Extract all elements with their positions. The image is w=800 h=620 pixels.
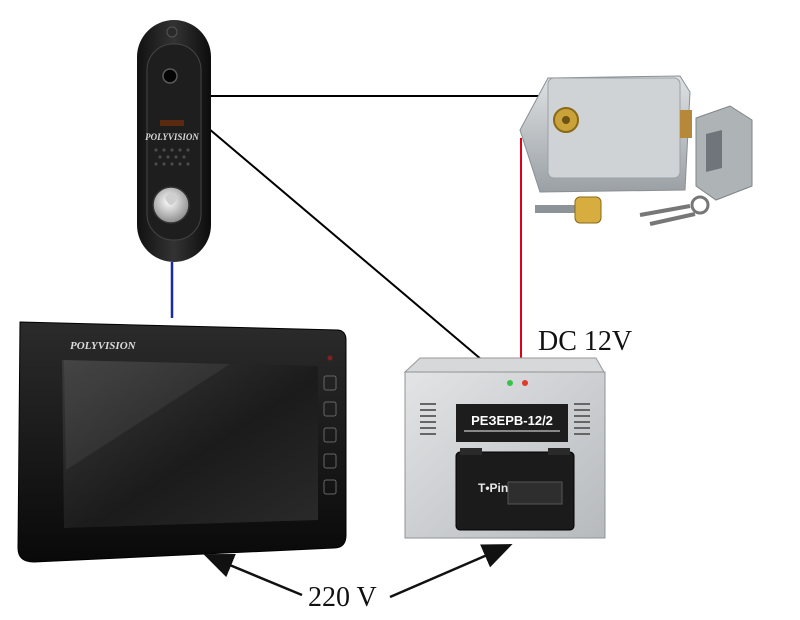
ac-voltage-label: 220 V — [308, 582, 377, 613]
arrow-to-monitor — [203, 554, 303, 597]
monitor-camera-icon — [323, 401, 337, 417]
electric-lock — [519, 75, 753, 226]
key-cylinder-icon — [535, 205, 575, 213]
monitor-brand: POLYVISION — [70, 340, 137, 352]
monitor-play-icon — [323, 375, 337, 391]
camera-lens-icon — [162, 68, 178, 84]
wires — [170, 95, 545, 363]
battery-brand: T•Pin — [478, 481, 508, 495]
vent-grille-right — [574, 403, 590, 435]
door-call-panel: POLYVISION — [137, 20, 211, 262]
keys-icon — [639, 195, 710, 226]
dc-voltage-label: DC 12V — [538, 326, 633, 357]
monitor-key-icon — [323, 479, 337, 495]
led-green-icon — [507, 380, 513, 386]
backup-power-supply: РЕЗЕРВ-12/2 T•Pin — [403, 357, 606, 539]
door-panel-brand: POLYVISION — [145, 132, 199, 142]
monitor-door-icon — [323, 427, 337, 443]
led-red-icon — [522, 380, 528, 386]
power-supply-model: РЕЗЕРВ-12/2 — [471, 413, 553, 428]
monitor-handset-icon — [323, 453, 337, 469]
video-monitor: POLYVISION — [17, 321, 347, 563]
wire-panel-to-power-supply — [207, 127, 483, 361]
vent-grille-left — [420, 403, 436, 435]
arrow-to-power-supply — [389, 544, 513, 599]
mains-arrows — [203, 544, 513, 599]
speaker-grille-icon — [154, 148, 190, 166]
monitor-buttons — [323, 375, 337, 495]
